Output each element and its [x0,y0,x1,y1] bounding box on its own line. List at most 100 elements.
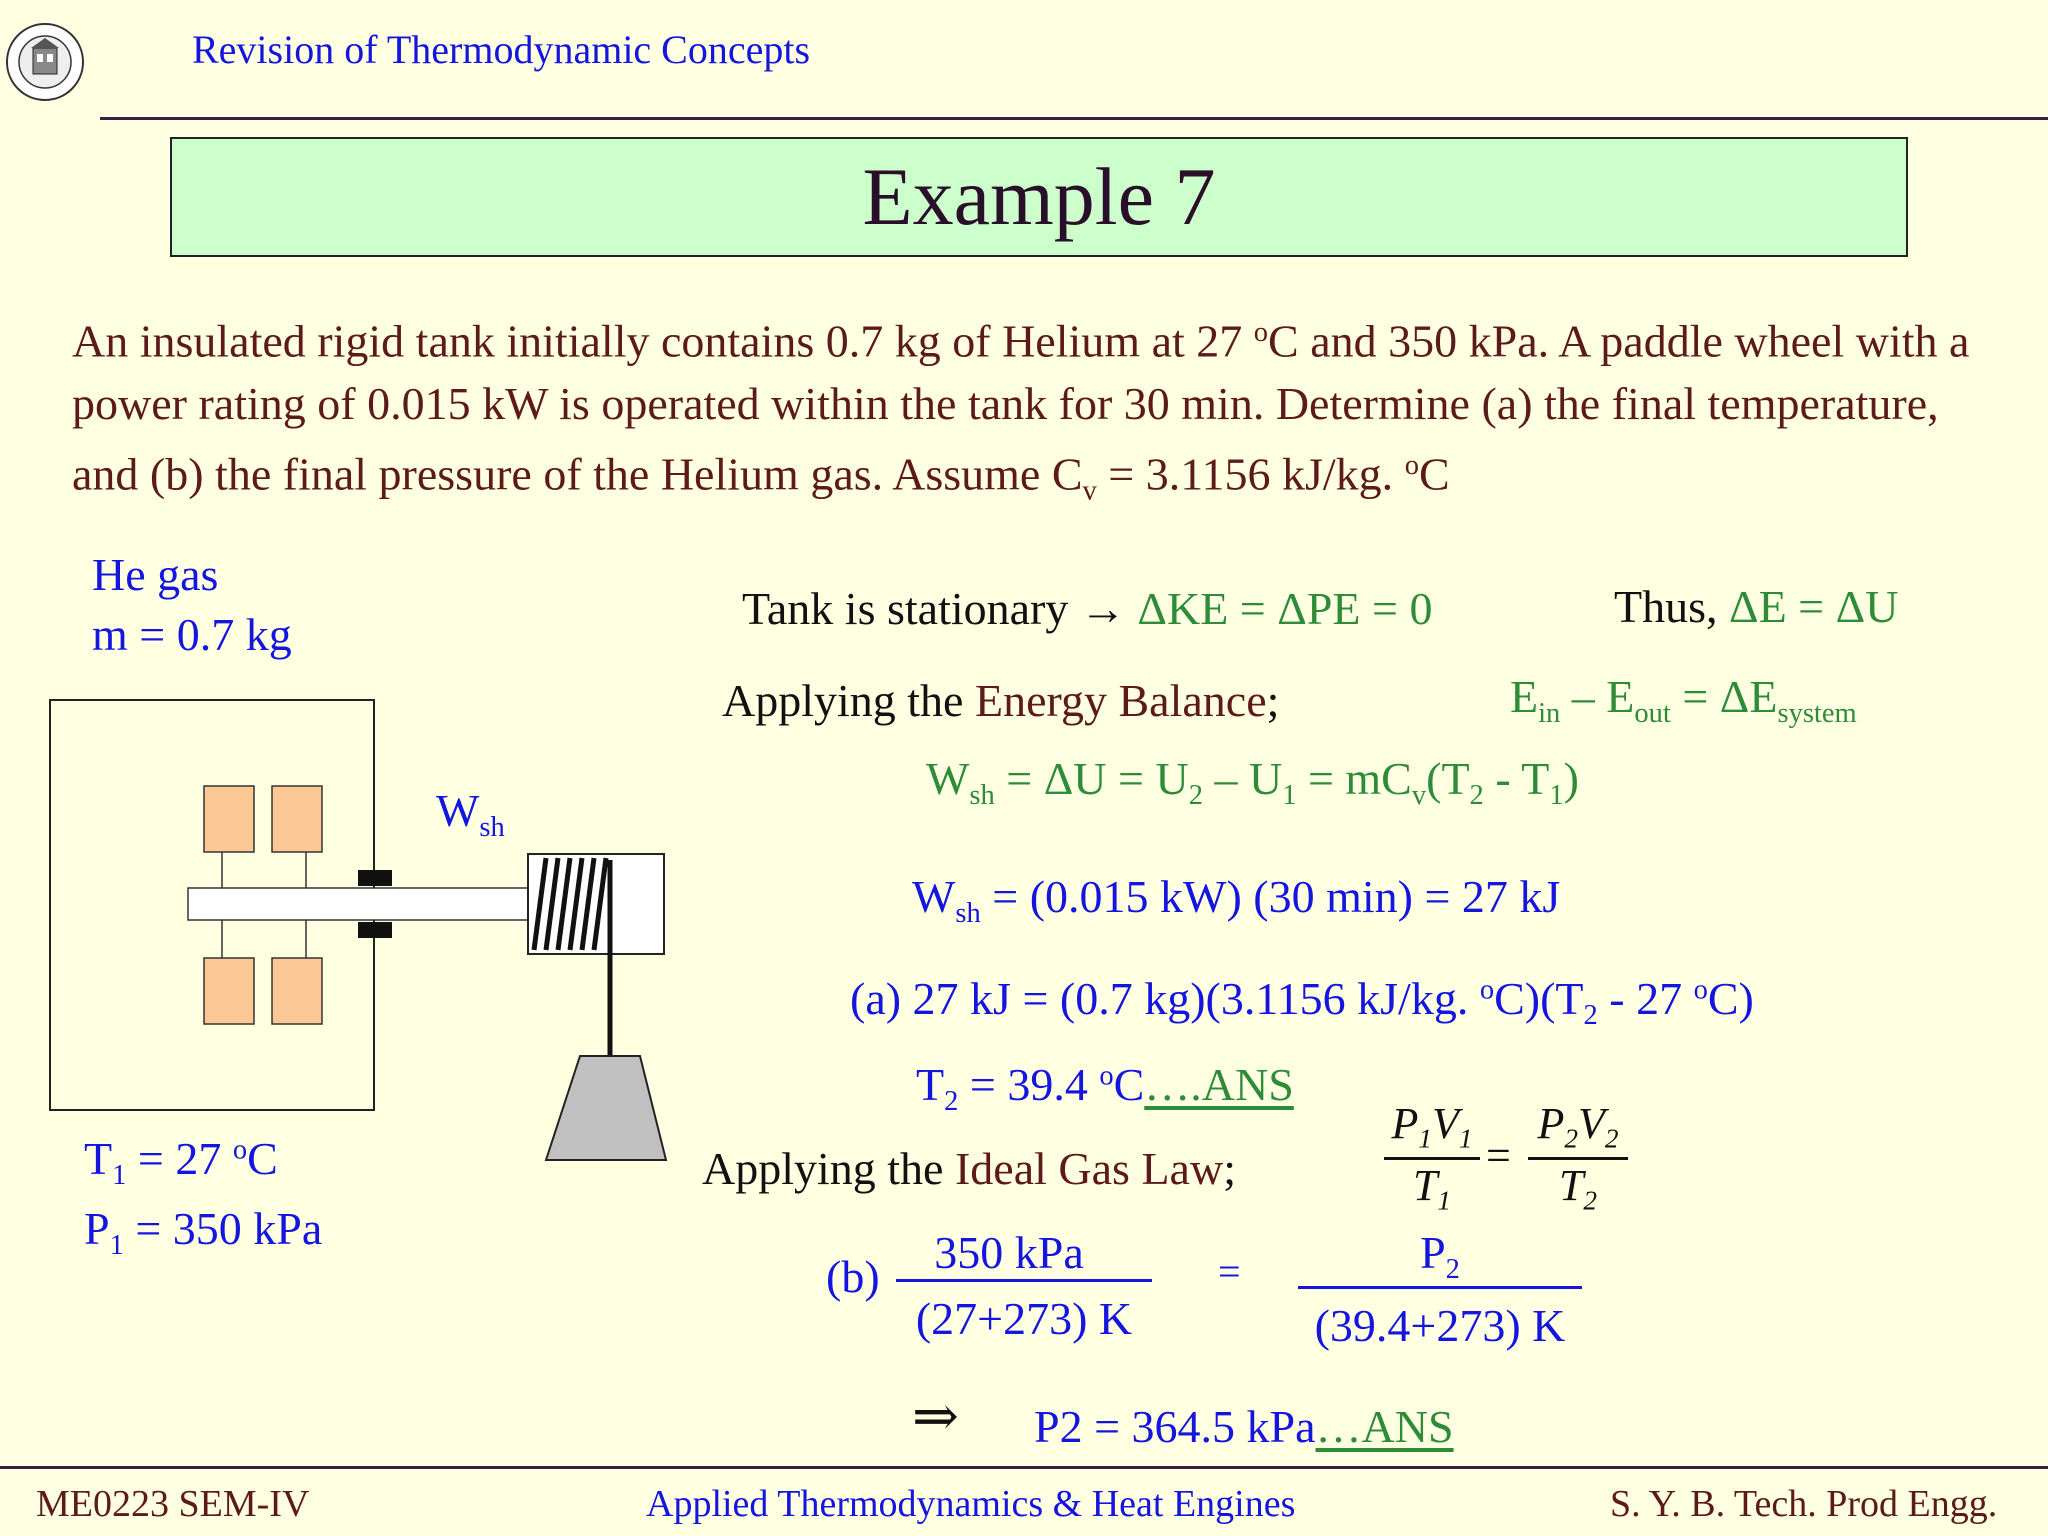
gas-label: He gas [92,549,219,600]
degree-mark: o [232,1134,248,1166]
paddle-blade [203,957,255,1025]
ideal-gas-prefix: Applying the [702,1143,955,1194]
implies-arrow: ⇒ [912,1386,959,1448]
part-b-num-left-text: 350 kPa [934,1227,1084,1278]
degree-mark: o [1099,1060,1114,1092]
eq-subscript: v [1411,779,1427,811]
eq-subscript: 1 [1282,779,1297,811]
gas-law-equals: = [1486,1131,1511,1180]
footer-course-code: ME0223 SEM-IV [36,1483,310,1525]
eq-text: (a) 27 kJ = (0.7 kg)(3.1156 kJ/kg. [850,973,1480,1024]
gas-law-numerator-left: P1V1 [1384,1098,1480,1160]
part-b-equals: = [1218,1249,1241,1294]
eq-subscript: in [1538,697,1561,729]
eq-text: T [916,1059,945,1110]
work-subscript: sh [479,811,505,843]
eq-text: = ΔU = U [994,753,1189,804]
thus-text: Thus, [1614,581,1729,632]
paddle-blade [203,785,255,853]
paddle-blade [271,785,323,853]
eq-subscript: 2 [1188,779,1203,811]
paddle-wheel-tank-diagram [49,699,668,1161]
p1-symbol: P [84,1203,110,1254]
gas-law-denominator-left: T1 [1412,1160,1452,1216]
eq-subscript: system [1777,697,1857,729]
energy-balance-term: Energy Balance [974,675,1267,726]
part-b-fraction-left: 350 kPa (27+273) K [896,1226,1152,1345]
t2-answer-marker: ….ANS [1144,1059,1294,1110]
t1-value: = 27 [126,1133,233,1184]
degree-mark: o [1479,974,1495,1006]
eq-text: = ΔE [1670,671,1778,722]
part-b-numerator-left: 350 kPa [896,1226,1152,1282]
paddle-blade [271,957,323,1025]
work-energy-equation: Wsh = ΔU = U2 – U1 = mCv(T2 - T1) [926,752,1579,812]
eq-subscript: 1 [1549,779,1564,811]
header-divider [100,117,2048,120]
t1-unit: C [247,1133,278,1184]
footer-divider [0,1466,2048,1469]
problem-text-3: = 3.1156 kJ/kg. [1096,448,1405,500]
part-b-numerator-right: P2 [1298,1226,1582,1289]
slide-title-text: Example 7 [862,151,1216,242]
part-b-denominator-left: (27+273) K [915,1293,1133,1344]
eq-subscript: 2 [944,1085,959,1117]
eq-text: - T [1483,753,1550,804]
institute-logo [4,4,86,116]
footer-course-title: Applied Thermodynamics & Heat Engines [646,1483,1296,1525]
energy-balance-line: Applying the Energy Balance; [722,674,1279,727]
eq-text: - 27 [1597,973,1694,1024]
stationary-equation: ΔKE = ΔPE = 0 [1137,583,1433,634]
problem-statement: An insulated rigid tank initially contai… [72,302,1972,522]
degree-mark: o [1253,317,1269,348]
work-value-equation: Wsh = (0.015 kW) (30 min) = 27 kJ [912,870,1560,930]
thus-line: Thus, ΔE = ΔU [1614,580,1898,633]
gas-law-denominator-right: T2 [1558,1160,1598,1216]
shaft [187,887,571,921]
shaft-seal [358,870,392,886]
energy-balance-equation: Ein – Eout = ΔEsystem [1510,670,1857,730]
ideal-gas-term: Ideal Gas Law [954,1143,1224,1194]
work-symbol: W [436,785,480,836]
problem-text-2: C and 350 kPa. A paddle wheel with a pow… [72,315,1970,500]
eq-text: = (0.015 kW) (30 min) = 27 kJ [980,871,1561,922]
gas-law-numerator-right: P2V2 [1528,1098,1628,1160]
eq-text: ) [1563,753,1579,804]
cv-subscript: v [1082,475,1097,507]
eq-text: C) [1707,973,1754,1024]
header-title: Revision of Thermodynamic Concepts [192,27,811,72]
p2-result: P2 = 364.5 kPa…ANS [1034,1400,1454,1453]
part-b-num-right-text: P [1420,1227,1446,1278]
t1-subscript: 1 [112,1159,127,1191]
part-a-equation: (a) 27 kJ = (0.7 kg)(3.1156 kJ/kg. oC)(T… [850,972,1754,1032]
ideal-gas-suffix: ; [1223,1143,1236,1194]
p1-subscript: 1 [109,1229,124,1261]
eq-text: C [1113,1059,1145,1110]
eq-subscript: 2 [1469,779,1484,811]
eq-text: – U [1202,753,1283,804]
slide-title: Example 7 [170,137,1908,257]
eq-text: E [1510,671,1539,722]
eq-text: = mC [1296,753,1412,804]
energy-balance-suffix: ; [1266,675,1280,726]
footer-program: S. Y. B. Tech. Prod Engg. [1610,1483,1998,1525]
problem-text-4: C [1418,448,1450,500]
p1-label: P1 = 350 kPa [84,1202,322,1262]
eq-text: W [912,871,956,922]
eq-subscript: sh [969,779,995,811]
t1-label: T1 = 27 oC [84,1132,278,1192]
energy-balance-prefix: Applying the [722,675,975,726]
t2-result: T2 = 39.4 oC….ANS [916,1058,1294,1118]
eq-text: C)(T [1494,973,1584,1024]
hanging-weight [544,1055,668,1161]
mass-label: m = 0.7 kg [92,609,292,660]
gas-law-fraction-left: P1V1 T1 [1384,1098,1480,1216]
stationary-line: Tank is stationary → ΔKE = ΔPE = 0 [742,582,1432,635]
part-b-denominator-right: (39.4+273) K [1314,1299,1566,1351]
eq-text: = 39.4 [958,1059,1100,1110]
eq-subscript: 2 [1583,999,1598,1031]
eq-subscript: sh [955,897,981,929]
ideal-gas-line: Applying the Ideal Gas Law; [702,1142,1236,1195]
eq-subscript: 2 [1445,1253,1460,1285]
degree-mark: o [1404,449,1419,481]
